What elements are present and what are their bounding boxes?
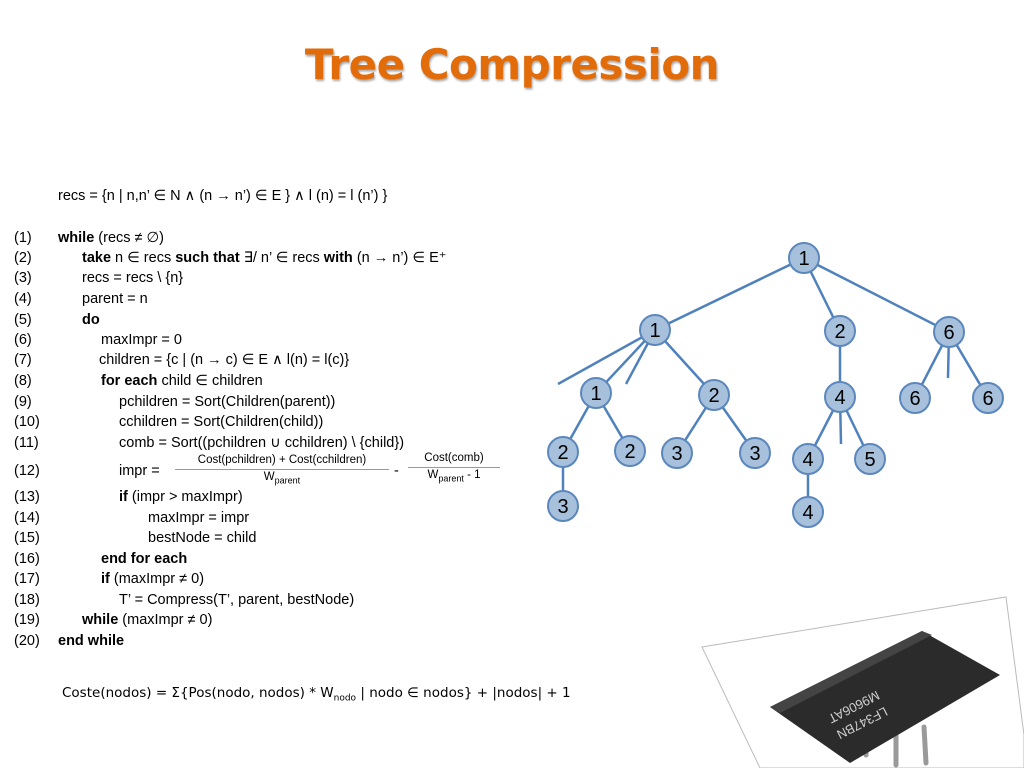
node-label: 1: [590, 383, 601, 405]
tree-node: 5: [855, 444, 885, 474]
tree-node: 2: [615, 436, 645, 466]
tree-node: 2: [548, 437, 578, 467]
tree-node: 3: [548, 491, 578, 521]
tree-node: 6: [973, 383, 1003, 413]
tree-node: 1: [789, 243, 819, 273]
tree-node: 4: [793, 497, 823, 527]
node-label: 6: [943, 322, 954, 344]
node-label: 3: [671, 443, 682, 465]
node-label: 6: [982, 388, 993, 410]
tree-node: 3: [662, 438, 692, 468]
node-label: 6: [909, 388, 920, 410]
node-label: 1: [649, 320, 660, 342]
node-label: 2: [834, 321, 845, 343]
node-label: 4: [802, 449, 813, 471]
node-label: 1: [798, 248, 809, 270]
tree-node: 2: [825, 316, 855, 346]
node-label: 2: [557, 442, 568, 464]
tree-edge: [804, 258, 949, 332]
chip-photo: M9606AT LF347BN: [700, 595, 1024, 768]
tree-edge: [655, 258, 804, 330]
tree-node: 1: [640, 315, 670, 345]
tree-node: 4: [793, 444, 823, 474]
node-label: 3: [749, 443, 760, 465]
tree-node: 6: [900, 383, 930, 413]
tree-node: 1: [581, 378, 611, 408]
tree-node: 6: [934, 317, 964, 347]
node-label: 2: [624, 441, 635, 463]
tree-node: 2: [699, 380, 729, 410]
tree-node: 3: [740, 438, 770, 468]
tree-node: 4: [825, 382, 855, 412]
node-label: 4: [834, 387, 845, 409]
node-label: 4: [802, 502, 813, 524]
node-label: 3: [557, 496, 568, 518]
node-label: 2: [708, 385, 719, 407]
node-label: 5: [864, 449, 875, 471]
